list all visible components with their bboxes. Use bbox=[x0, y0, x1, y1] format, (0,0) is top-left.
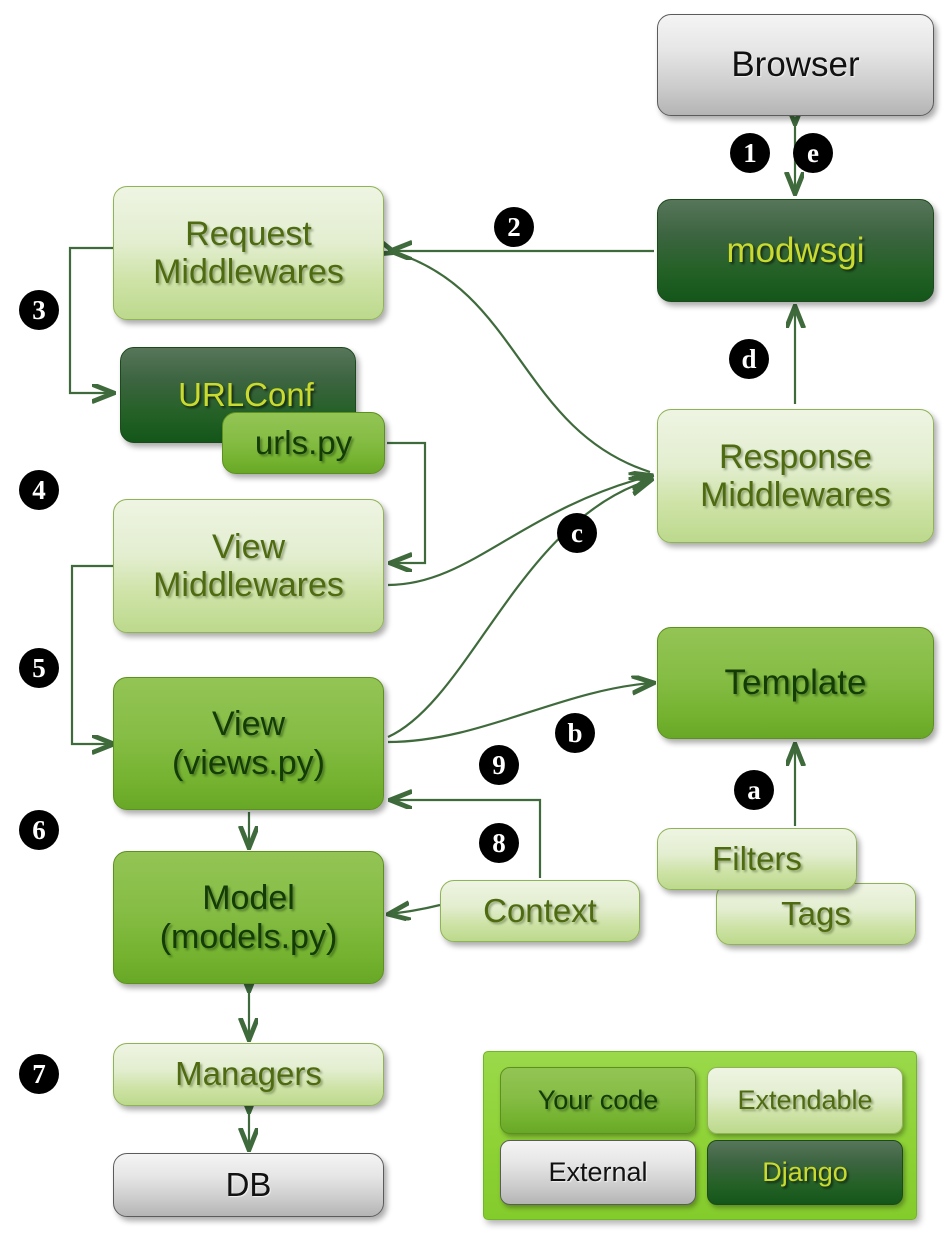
link-request-response bbox=[393, 252, 651, 474]
legend-item-extendable-label: Extendable bbox=[737, 1085, 873, 1115]
node-response-middlewares[interactable]: Response Middlewares bbox=[657, 409, 934, 543]
legend-item-external[interactable]: External bbox=[500, 1140, 696, 1205]
legend-item-your-code-label: Your code bbox=[537, 1085, 659, 1115]
node-model[interactable]: Model (models.py) bbox=[113, 851, 384, 984]
node-modwsgi[interactable]: modwsgi bbox=[657, 199, 934, 302]
node-view-label: View (views.py) bbox=[171, 705, 326, 782]
step-badge-d: d bbox=[729, 339, 769, 379]
node-context[interactable]: Context bbox=[440, 880, 640, 942]
step-badge-9: 9 bbox=[479, 745, 519, 785]
node-template-label: Template bbox=[724, 663, 867, 703]
node-filters-label: Filters bbox=[712, 839, 802, 877]
link-view-response bbox=[387, 480, 650, 739]
link-view-template bbox=[387, 683, 652, 744]
legend-item-extendable[interactable]: Extendable bbox=[707, 1067, 903, 1134]
node-db-label: DB bbox=[225, 1165, 272, 1203]
step-badge-8: 8 bbox=[479, 823, 519, 863]
step-badge-3: 3 bbox=[19, 290, 59, 330]
step-badge-6: 6 bbox=[19, 810, 59, 850]
node-tags[interactable]: Tags bbox=[716, 883, 916, 945]
legend-item-your-code[interactable]: Your code bbox=[500, 1067, 696, 1134]
link-urlspy-viewmw bbox=[387, 441, 427, 563]
node-view-middlewares[interactable]: View Middlewares bbox=[113, 499, 384, 633]
step-badge-5: 5 bbox=[19, 648, 59, 688]
node-view-middlewares-label: View Middlewares bbox=[153, 527, 344, 604]
link-viewmw-response bbox=[387, 476, 650, 587]
node-browser[interactable]: Browser bbox=[657, 14, 934, 116]
step-badge-b: b bbox=[555, 713, 595, 753]
step-badge-c: c bbox=[557, 513, 597, 553]
node-modwsgi-label: modwsgi bbox=[726, 230, 865, 270]
legend-item-external-label: External bbox=[548, 1157, 648, 1187]
legend-item-django-label: Django bbox=[762, 1157, 848, 1187]
node-context-label: Context bbox=[483, 891, 597, 929]
node-urls-py[interactable]: urls.py bbox=[222, 412, 385, 474]
node-request-middlewares[interactable]: Request Middlewares bbox=[113, 186, 384, 320]
node-urlconf-label: URLConf bbox=[178, 375, 314, 413]
node-view[interactable]: View (views.py) bbox=[113, 677, 384, 810]
link-context-view bbox=[392, 800, 542, 878]
step-badge-4: 4 bbox=[19, 470, 59, 510]
node-managers-label: Managers bbox=[175, 1055, 322, 1093]
node-browser-label: Browser bbox=[731, 45, 860, 85]
node-urls-py-label: urls.py bbox=[254, 423, 353, 461]
node-db[interactable]: DB bbox=[113, 1153, 384, 1217]
node-response-middlewares-label: Response Middlewares bbox=[700, 437, 891, 514]
legend-item-django[interactable]: Django bbox=[707, 1140, 903, 1205]
node-tags-label: Tags bbox=[781, 894, 851, 932]
node-request-middlewares-label: Request Middlewares bbox=[153, 214, 344, 291]
node-template[interactable]: Template bbox=[657, 627, 934, 739]
step-badge-1: 1 bbox=[730, 133, 770, 173]
node-filters[interactable]: Filters bbox=[657, 828, 857, 890]
legend-panel: Your code Extendable External Django bbox=[483, 1051, 917, 1220]
step-badge-a: a bbox=[734, 770, 774, 810]
link-context-model bbox=[390, 905, 441, 914]
step-badge-2: 2 bbox=[494, 207, 534, 247]
link-viewmw-view bbox=[70, 564, 113, 744]
step-badge-e: e bbox=[793, 133, 833, 173]
node-managers[interactable]: Managers bbox=[113, 1043, 384, 1106]
link-request-urlconf bbox=[68, 246, 113, 393]
step-badge-7: 7 bbox=[19, 1054, 59, 1094]
node-model-label: Model (models.py) bbox=[159, 879, 338, 956]
